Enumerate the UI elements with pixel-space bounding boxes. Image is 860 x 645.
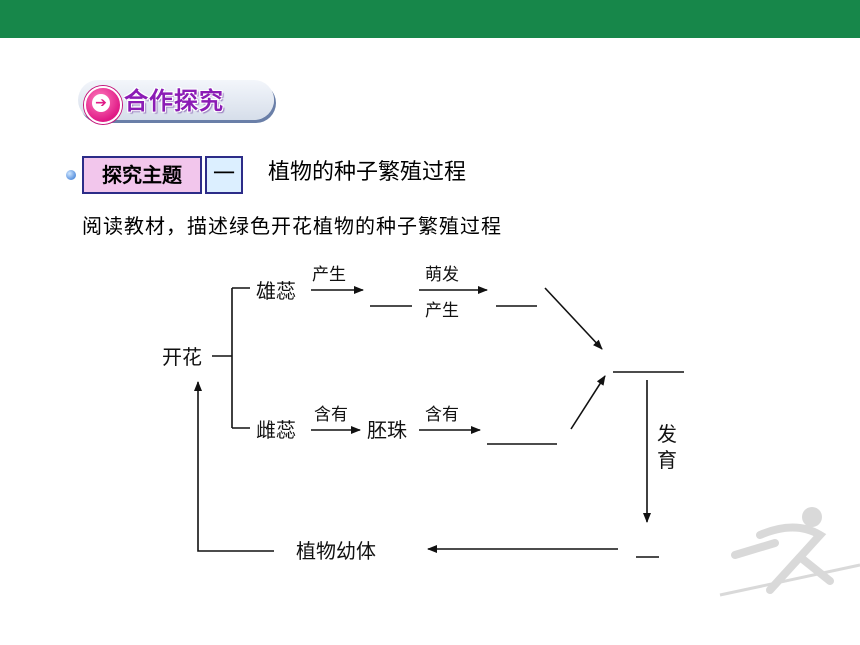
edge-label-produce-2: 产生 — [425, 301, 459, 321]
node-ovule: 胚珠 — [367, 418, 407, 442]
bullet-icon — [66, 170, 76, 180]
arrow-to-flowering — [194, 381, 274, 552]
arrow-to-fertilization-top — [544, 287, 603, 350]
edge-label-germinate: 萌发 — [425, 265, 459, 285]
arrow-glyph: ➔ — [92, 94, 110, 112]
topic-title: 植物的种子繁殖过程 — [268, 160, 467, 185]
node-seedling: 植物幼体 — [296, 539, 376, 563]
edge-label-produce-1: 产生 — [312, 265, 346, 285]
edge-label-develop-2: 育 — [657, 448, 677, 472]
node-stamen: 雄蕊 — [256, 279, 296, 303]
node-flowering: 开花 — [162, 345, 202, 369]
instruction-text: 阅读教材，描述绿色开花植物的种子繁殖过程 — [82, 214, 502, 238]
arrow-to-fertilization-bottom — [570, 375, 606, 430]
section-title: 合作探究 — [124, 87, 224, 115]
topic-label: 探究主题 — [82, 156, 202, 194]
arrow-right-circle-icon — [84, 86, 122, 124]
top-banner — [0, 0, 860, 38]
topic-number: 一 — [205, 156, 243, 194]
edge-label-contain-2: 含有 — [425, 405, 459, 425]
runner-watermark-logo — [719, 507, 860, 597]
edge-label-contain-1: 含有 — [314, 405, 348, 425]
node-pistil: 雌蕊 — [256, 418, 296, 442]
edge-label-develop-1: 发 — [657, 422, 677, 446]
